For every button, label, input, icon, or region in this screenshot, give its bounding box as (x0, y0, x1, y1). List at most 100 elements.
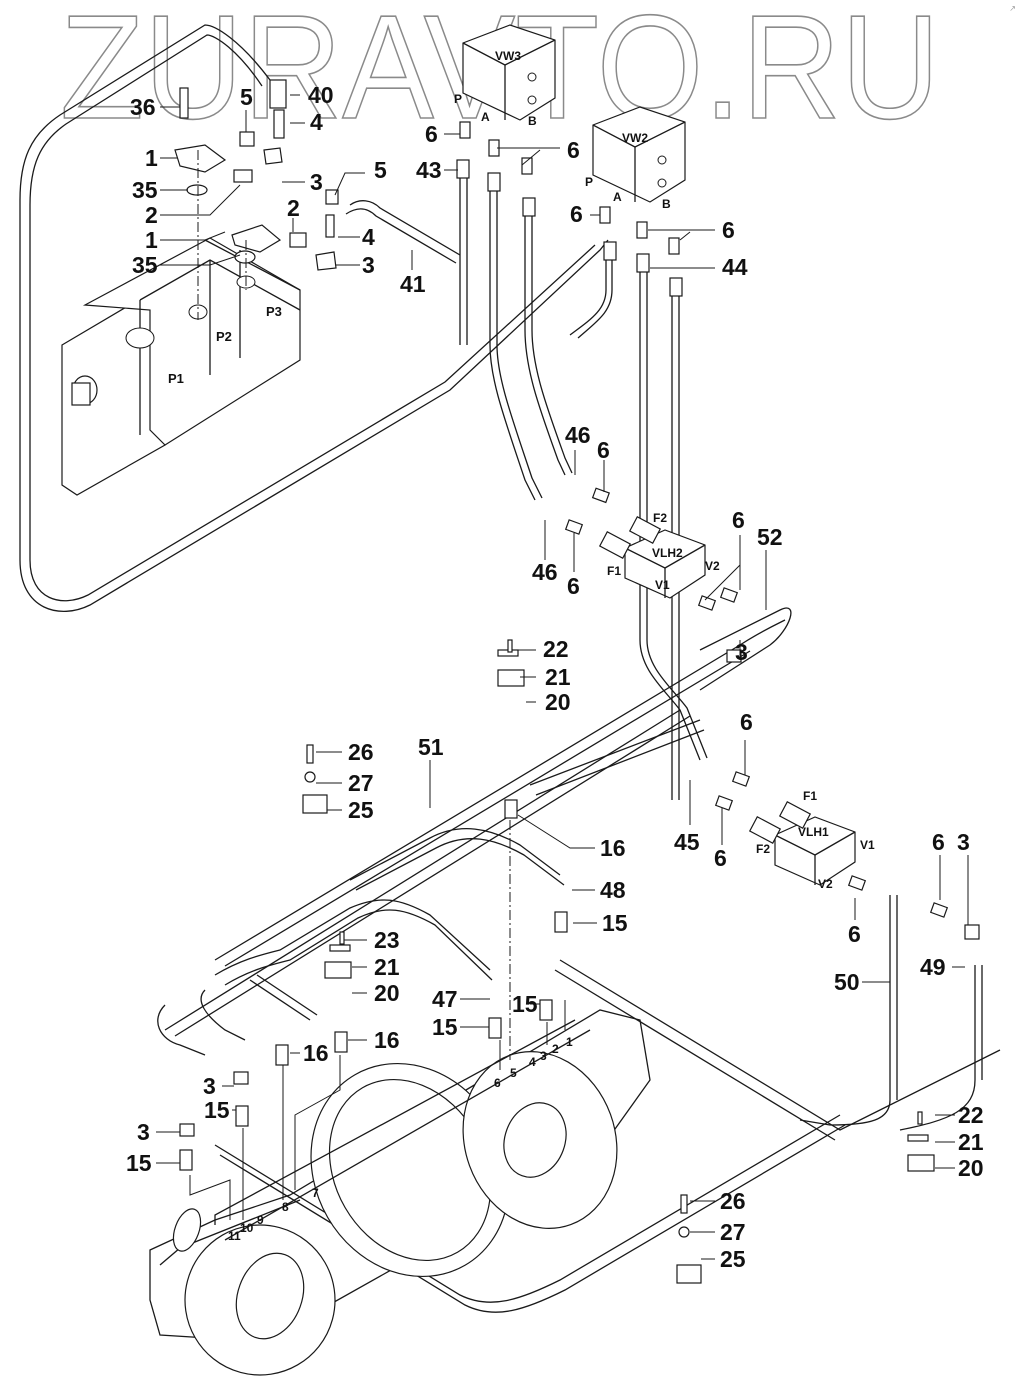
callout-15: 15 (602, 910, 628, 936)
callout-6: 6 (714, 845, 727, 871)
hole-number: 5 (510, 1066, 517, 1080)
hole-number: 10 (240, 1221, 254, 1235)
callout-46: 46 (532, 559, 558, 585)
callout-35: 35 (132, 177, 158, 203)
callout-22: 22 (543, 636, 569, 662)
callout-50: 50 (834, 969, 860, 995)
callout-15: 15 (432, 1014, 458, 1040)
pump-section-label: P3 (266, 304, 282, 319)
port-label: A (481, 110, 490, 124)
hole-number: 4 (529, 1055, 536, 1069)
port-label: F1 (803, 789, 817, 803)
callout-25: 25 (348, 797, 374, 823)
callout-20: 20 (545, 689, 571, 715)
port-label: P (454, 92, 462, 106)
callout-49: 49 (920, 954, 946, 980)
port-label: F2 (756, 842, 770, 856)
valve-vw2: VW2 P A B (585, 106, 686, 211)
corner-mark: ↗ (1009, 4, 1016, 13)
callout-43: 43 (416, 157, 442, 183)
callout-27: 27 (348, 770, 374, 796)
callout-6: 6 (732, 507, 745, 533)
callout-15: 15 (204, 1097, 230, 1123)
callout-labels: 36 5 40 4 1 35 2 3 5 2 1 4 35 3 41 6 43 … (126, 82, 984, 1272)
triple-pump: P1 P2 P3 (61, 237, 301, 496)
callout-21: 21 (374, 954, 400, 980)
callout-16: 16 (600, 835, 626, 861)
callout-21: 21 (545, 664, 571, 690)
callout-1: 1 (145, 145, 158, 171)
callout-6: 6 (848, 921, 861, 947)
callout-20: 20 (374, 980, 400, 1006)
port-label: F1 (607, 564, 621, 578)
callout-6: 6 (570, 201, 583, 227)
port-label: F2 (653, 511, 667, 525)
hole-number: 3 (540, 1049, 547, 1063)
axle-frame (149, 1009, 651, 1376)
callout-22: 22 (958, 1102, 984, 1128)
callout-52: 52 (757, 524, 783, 550)
port-label: B (528, 114, 537, 128)
callout-16: 16 (374, 1027, 400, 1053)
hole-number: 7 (312, 1186, 319, 1200)
leader-lines (156, 94, 969, 1260)
callout-41: 41 (400, 271, 426, 297)
callout-6: 6 (740, 709, 753, 735)
callout-23: 23 (374, 927, 400, 953)
callout-2: 2 (145, 202, 158, 228)
port-label: V1 (860, 838, 875, 852)
callout-3: 3 (735, 639, 748, 665)
callout-3: 3 (362, 252, 375, 278)
callout-3: 3 (203, 1073, 216, 1099)
callout-5: 5 (240, 84, 253, 110)
valve-label: VLH1 (798, 825, 829, 839)
callout-3: 3 (137, 1119, 150, 1145)
callout-15: 15 (126, 1150, 152, 1176)
callout-25: 25 (720, 1246, 746, 1272)
port-label: V2 (818, 877, 833, 891)
callout-1: 1 (145, 227, 158, 253)
return-hose-loop (19, 24, 609, 612)
callout-3: 3 (957, 829, 970, 855)
port-label: B (662, 197, 671, 211)
callout-46: 46 (565, 422, 591, 448)
callout-4: 4 (310, 109, 323, 135)
callout-40: 40 (308, 82, 334, 108)
hole-number: 9 (257, 1213, 264, 1227)
pump-section-label: P1 (168, 371, 184, 386)
hole-number: 11 (228, 1229, 241, 1243)
callout-20: 20 (958, 1155, 984, 1181)
callout-6: 6 (932, 829, 945, 855)
port-label: V1 (655, 578, 670, 592)
hole-number: 1 (566, 1035, 573, 1049)
callout-45: 45 (674, 829, 700, 855)
pump-flange-parts (174, 79, 461, 320)
callout-47: 47 (432, 986, 458, 1012)
hole-number: 6 (494, 1076, 501, 1090)
callout-6: 6 (567, 573, 580, 599)
port-label: V2 (705, 559, 720, 573)
valve-vlh2: VLH2 F1 F2 V1 V2 (598, 511, 720, 599)
valve-label: VLH2 (652, 546, 683, 560)
valve-label: VW2 (622, 131, 648, 145)
pump-section-label: P2 (216, 329, 232, 344)
valve-label: VW3 (495, 49, 521, 63)
callout-48: 48 (600, 877, 626, 903)
callout-27: 27 (720, 1219, 746, 1245)
callout-36: 36 (130, 94, 156, 120)
callout-44: 44 (722, 254, 748, 280)
callout-6: 6 (425, 121, 438, 147)
callout-35: 35 (132, 252, 158, 278)
pipe-runs (157, 607, 1001, 1313)
callout-16: 16 (303, 1040, 329, 1066)
callout-51: 51 (418, 734, 444, 760)
port-label: P (585, 175, 593, 189)
fittings (179, 121, 980, 1284)
callout-6: 6 (597, 437, 610, 463)
callout-6: 6 (567, 137, 580, 163)
callout-2: 2 (287, 195, 300, 221)
callout-4: 4 (362, 224, 375, 250)
callout-26: 26 (348, 739, 374, 765)
callout-26: 26 (720, 1188, 746, 1214)
callout-15: 15 (512, 991, 538, 1017)
